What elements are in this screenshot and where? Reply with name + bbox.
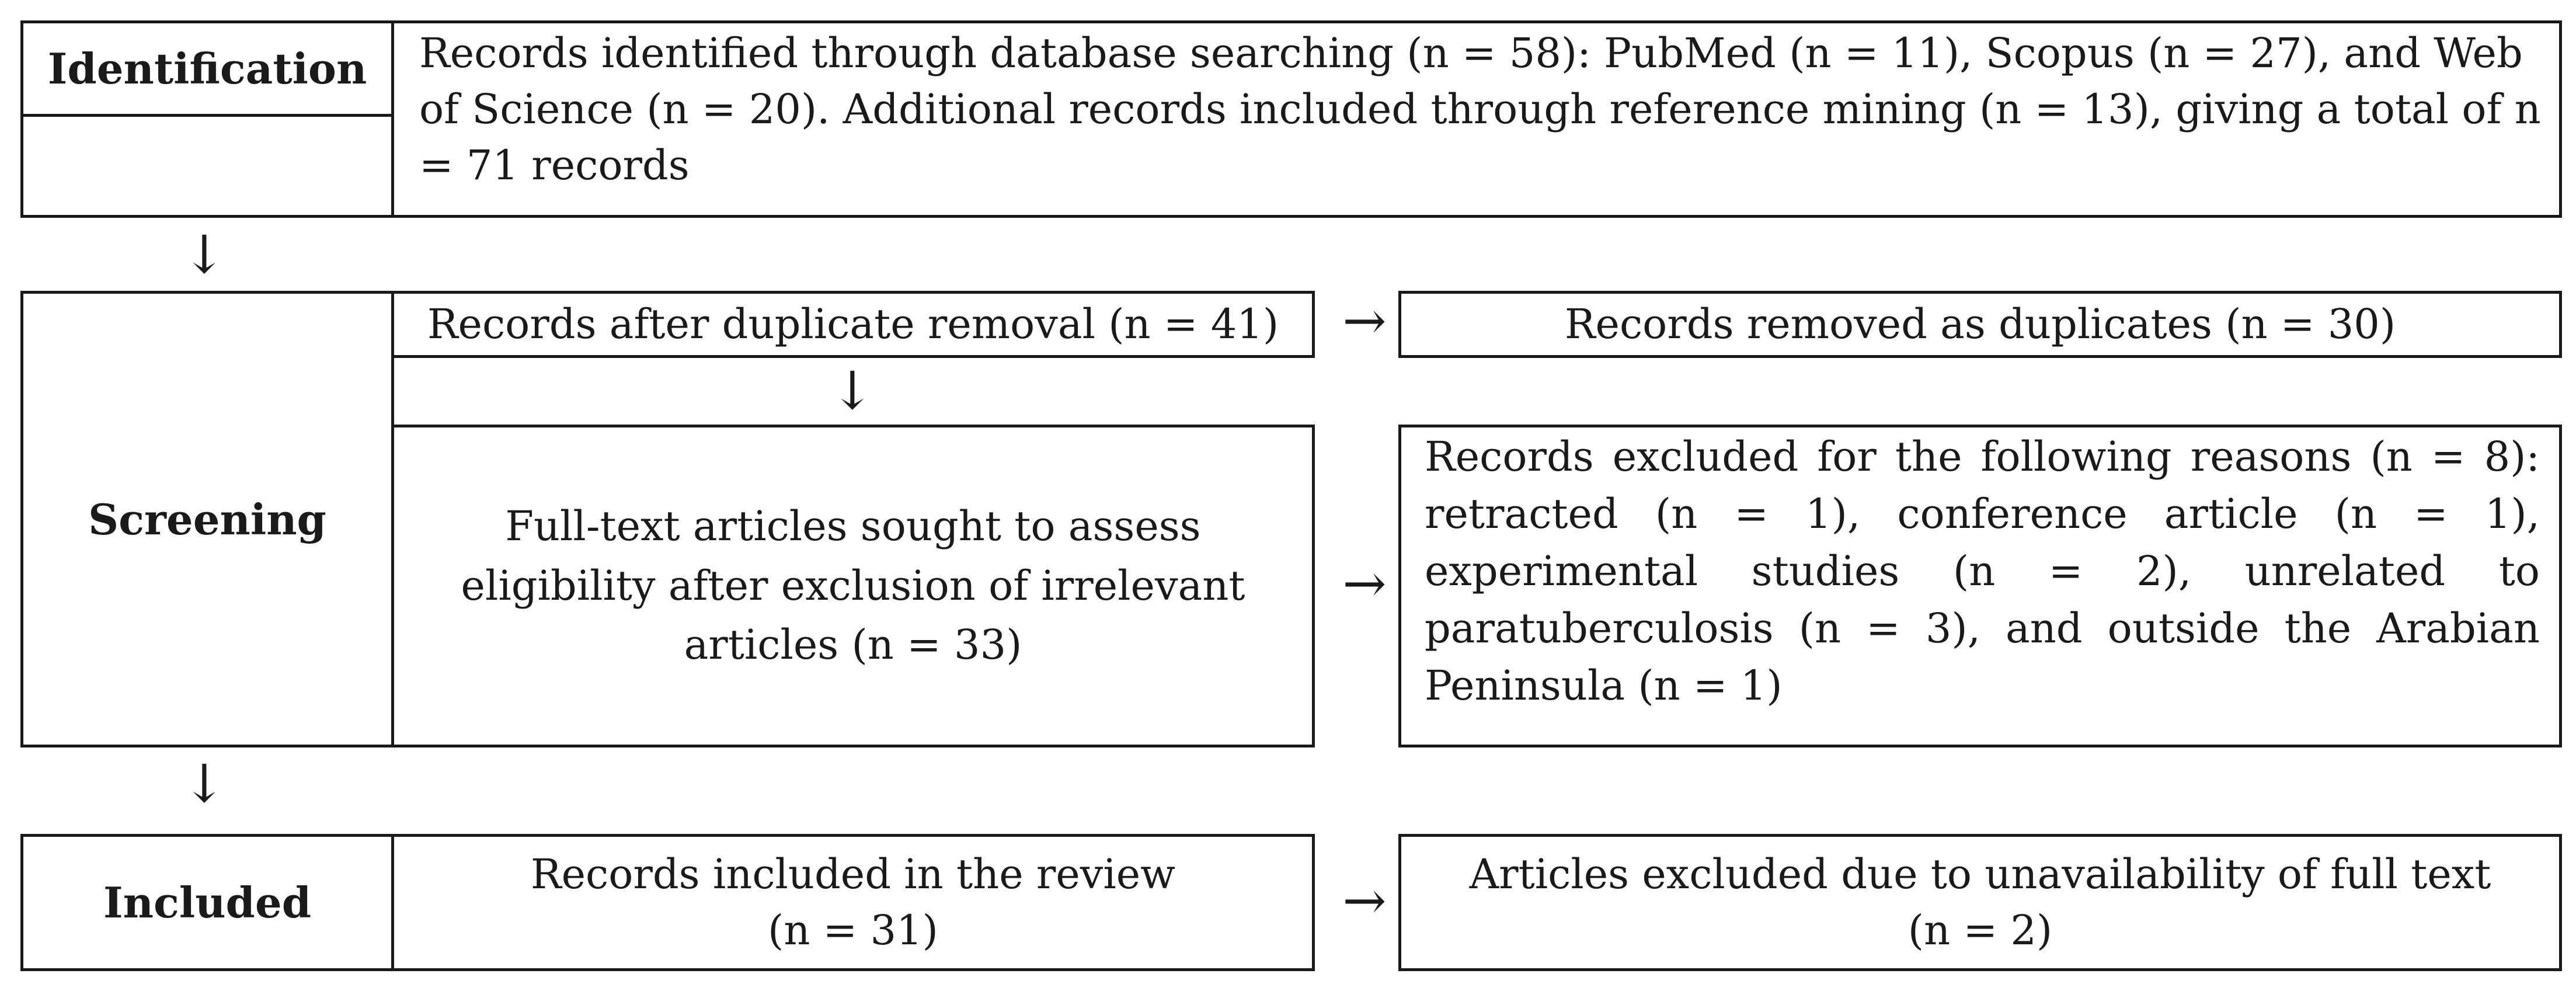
arrow-to-removed-duplicates: → bbox=[1342, 290, 1387, 352]
excluded-reasons-text: Records excluded for the following reaso… bbox=[1425, 433, 2540, 710]
full-text-sought-box bbox=[391, 425, 1315, 747]
arrow-to-excluded-reasons: → bbox=[1342, 553, 1387, 614]
identification-divider bbox=[20, 114, 394, 117]
arrow-to-excluded-unavailable: → bbox=[1342, 870, 1387, 931]
identification-stage-box bbox=[20, 20, 394, 218]
removed-duplicates-text: Records removed as duplicates (n = 30) bbox=[1564, 300, 2396, 348]
full-text-sought-text: Full-text articles sought to assess elig… bbox=[461, 502, 1245, 669]
identification-records-box bbox=[391, 20, 2562, 218]
after-duplicates-text: Records after duplicate removal (n = 41) bbox=[427, 300, 1279, 348]
records-included-box bbox=[391, 834, 1315, 971]
identification-label: Identification bbox=[47, 44, 367, 93]
excluded-unavailable-line2: (n = 2) bbox=[1907, 906, 2053, 954]
arrow-to-full-text: ↓ bbox=[830, 360, 875, 422]
included-stage-box bbox=[20, 834, 394, 971]
excluded-unavailable-box bbox=[1398, 834, 2562, 971]
after-duplicates-box bbox=[391, 291, 1315, 358]
included-label: Included bbox=[103, 878, 312, 927]
records-included-text: Records included in the review (n = 31) bbox=[391, 834, 1315, 971]
excluded-unavailable-text: Articles excluded due to unavailability … bbox=[1398, 834, 2562, 971]
records-included-line1: Records included in the review bbox=[530, 850, 1176, 898]
arrow-screening-to-included: ↓ bbox=[182, 753, 227, 815]
excluded-reasons-box bbox=[1398, 425, 2562, 747]
screening-label: Screening bbox=[88, 494, 326, 544]
identification-records-text: Records identified through database sear… bbox=[419, 29, 2541, 189]
arrow-identification-to-screening: ↓ bbox=[182, 224, 227, 286]
records-included-line2: (n = 31) bbox=[768, 906, 938, 954]
excluded-unavailable-line1: Articles excluded due to unavailability … bbox=[1469, 850, 2491, 898]
removed-duplicates-box bbox=[1398, 291, 2562, 358]
